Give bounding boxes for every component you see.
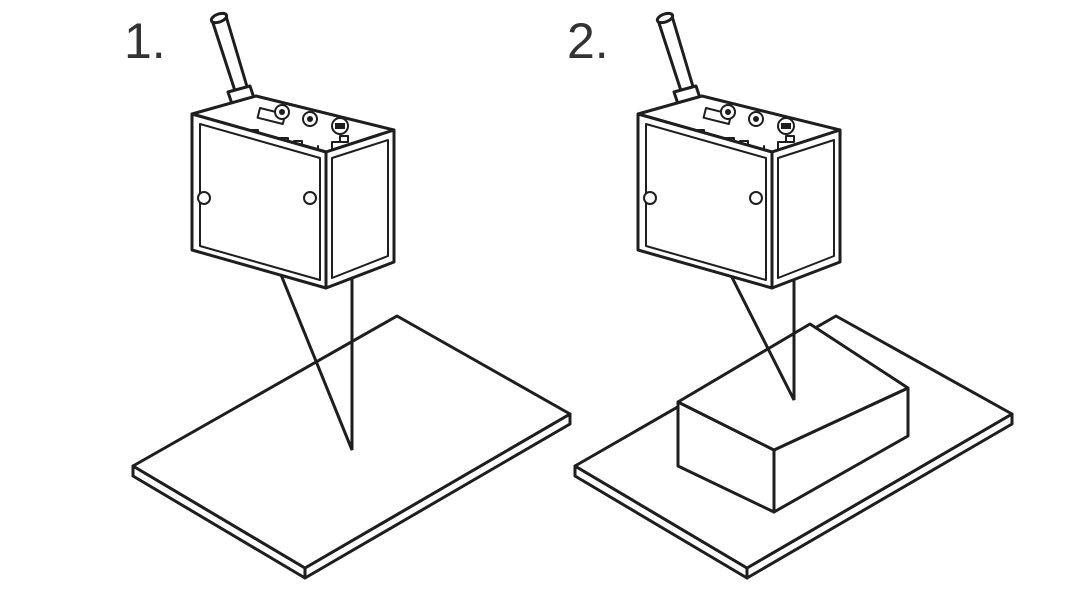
scene-2 bbox=[573, 10, 1014, 580]
laser-distance-sensor-icon bbox=[190, 10, 396, 290]
step-1-label: 1. bbox=[124, 13, 166, 69]
scene-1 bbox=[131, 10, 572, 580]
step-2-label: 2. bbox=[567, 13, 609, 69]
laser-beam-2 bbox=[700, 217, 796, 401]
laser-beam-1 bbox=[256, 217, 354, 451]
laser-distance-sensor-icon bbox=[636, 10, 842, 290]
